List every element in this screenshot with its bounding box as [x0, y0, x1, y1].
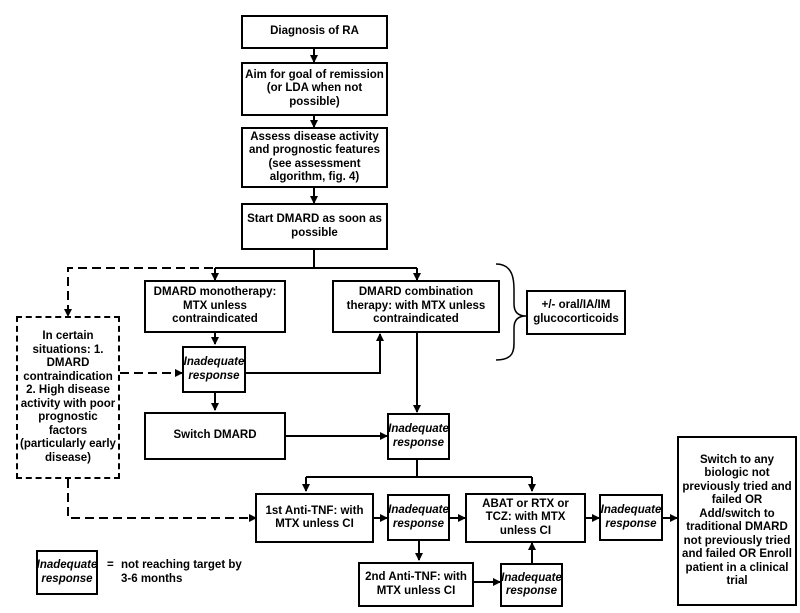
- certain-situations-box: In certain situations: 1. DMARD contrain…: [16, 316, 120, 479]
- second-anti-tnf-box: 2nd Anti-TNF: with MTX unless CI: [358, 562, 474, 607]
- switch-any-biologic-text: Switch to any biologic not previously tr…: [682, 453, 792, 588]
- abat-rtx-tcz-box: ABAT or RTX or TCZ: with MTX unless CI: [465, 493, 586, 543]
- inadequate-response-text: Inadequate response: [600, 504, 662, 530]
- glucocorticoids-text: +/- oral/IA/IM glucocorticoids: [533, 299, 619, 325]
- legend-inadequate-box: Inadequate response: [36, 550, 98, 595]
- glucocorticoids-box: +/- oral/IA/IM glucocorticoids: [526, 290, 626, 335]
- inadequate-response-text: Inadequate response: [388, 504, 449, 530]
- inadequate-response-text: Inadequate response: [388, 423, 449, 449]
- inadequate-response-box-3: Inadequate response: [387, 494, 450, 541]
- combination-therapy-box: DMARD combination therapy: with MTX unle…: [332, 280, 500, 333]
- start-dmard-text: Start DMARD as soon as possible: [247, 213, 382, 239]
- abat-rtx-tcz-text: ABAT or RTX or TCZ: with MTX unless CI: [482, 497, 569, 537]
- certain-situations-text: In certain situations: 1. DMARD contrain…: [20, 330, 116, 464]
- aim-box: Aim for goal of remission (or LDA when n…: [241, 62, 388, 116]
- dashed-arrow-to-certain: [64, 267, 213, 317]
- inadequate-response-box-4: Inadequate response: [500, 563, 563, 607]
- inadequate-response-box-2: Inadequate response: [387, 413, 450, 460]
- brace: [495, 263, 527, 361]
- switch-any-biologic-box: Switch to any biologic not previously tr…: [677, 436, 797, 606]
- monotherapy-text: DMARD monotherapy: MTX unless contraindi…: [153, 286, 277, 326]
- first-anti-tnf-box: 1st Anti-TNF: with MTX unless CI: [255, 493, 374, 543]
- legend-box-text: Inadequate response: [36, 559, 98, 585]
- second-anti-tnf-text: 2nd Anti-TNF: with MTX unless CI: [365, 571, 467, 597]
- monotherapy-box: DMARD monotherapy: MTX unless contraindi…: [144, 280, 286, 333]
- inadequate-response-text: Inadequate response: [501, 571, 562, 598]
- arrow-inadequate-to-combo: [246, 333, 384, 374]
- assess-box: Assess disease activity and prognostic f…: [241, 127, 388, 188]
- aim-text: Aim for goal of remission (or LDA when n…: [245, 68, 384, 108]
- combination-therapy-text: DMARD combination therapy: with MTX unle…: [346, 286, 486, 326]
- first-anti-tnf-text: 1st Anti-TNF: with MTX unless CI: [265, 504, 364, 531]
- assess-text: Assess disease activity and prognostic f…: [249, 130, 380, 184]
- inadequate-response-box-1: Inadequate response: [182, 346, 246, 393]
- switch-dmard-box: Switch DMARD: [144, 412, 286, 460]
- diagnosis-text: Diagnosis of RA: [270, 25, 359, 38]
- dashed-arrow-certain-to-tnf1: [67, 479, 257, 522]
- inadequate-response-box-5: Inadequate response: [599, 494, 663, 541]
- start-dmard-box: Start DMARD as soon as possible: [241, 203, 388, 250]
- diagnosis-box: Diagnosis of RA: [241, 15, 388, 49]
- inadequate-response-text: Inadequate response: [183, 356, 245, 382]
- legend-equals: =: [107, 559, 114, 571]
- switch-dmard-text: Switch DMARD: [173, 429, 257, 442]
- legend-definition: not reaching target by 3-6 months: [121, 559, 242, 585]
